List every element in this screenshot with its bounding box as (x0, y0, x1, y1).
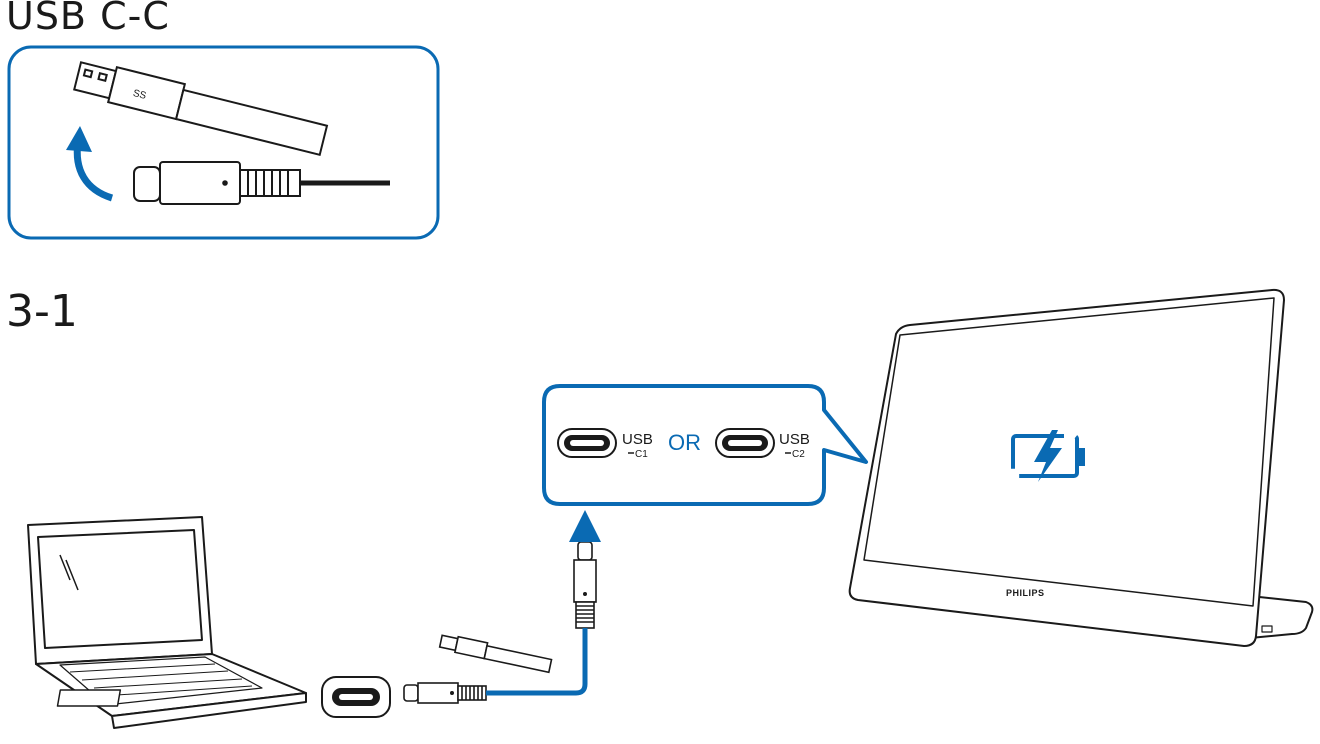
battery-charging-icon (1011, 430, 1085, 482)
monitor-brand: PHILIPS (1006, 588, 1045, 598)
usb-c1-port-icon (557, 428, 617, 458)
port2-sub-label: C2 (792, 449, 805, 460)
cable-section-title: USB C-C (6, 0, 170, 38)
port1-sub-label: C1 (635, 449, 648, 460)
port1-label: USB (622, 431, 653, 448)
port-callout: USB C1 OR USB C2 (542, 384, 868, 506)
cable-inset-panel (7, 45, 440, 240)
cable-line (486, 628, 588, 696)
usb-a-to-c-adapter-icon: SS (73, 61, 390, 205)
cable-assembly (403, 541, 597, 704)
step-number-title: 3-1 (6, 286, 78, 337)
portable-monitor (848, 288, 1314, 647)
or-separator: OR (668, 430, 701, 455)
port2-label: USB (779, 431, 810, 448)
usb-c2-port-icon (715, 428, 775, 458)
svg-text:SS: SS (132, 88, 148, 102)
usb-c-port-icon (321, 676, 391, 718)
laptop-icon (27, 516, 307, 729)
